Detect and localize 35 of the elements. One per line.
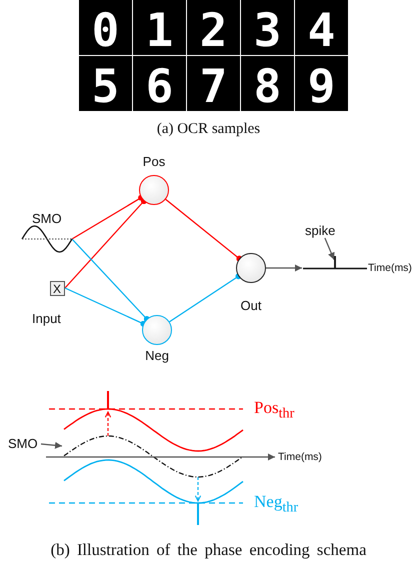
spike-mark (334, 256, 336, 268)
threshold-label: Neg$_{thr}$ (254, 492, 298, 518)
figure-caption: (a) OCR samples (156, 120, 262, 138)
connector-line (72, 238, 150, 322)
digit-tile: 9 (295, 56, 348, 111)
digit-tile: 6 (133, 56, 186, 111)
connector-line (64, 287, 146, 327)
digit-tile: 0 (79, 0, 132, 55)
node-label: X (53, 282, 62, 296)
arrow (324, 238, 335, 260)
connector-line (169, 273, 242, 322)
node-label: SMO (32, 212, 62, 226)
digit-tile: 5 (79, 56, 132, 111)
digit-tile: 7 (187, 56, 240, 111)
arrow (266, 264, 302, 272)
node-caption: Input (32, 312, 61, 326)
digit-tile: 1 (133, 0, 186, 55)
annotation-text: spike (305, 224, 339, 238)
axis-label: Time(ms) (278, 450, 322, 464)
connector-line (64, 198, 147, 288)
connector-line (72, 194, 144, 240)
node-label: Out (240, 299, 262, 313)
digit-tile: 4 (295, 0, 348, 55)
connector-line (165, 198, 242, 262)
oscillation-curve (62, 434, 244, 480)
axis-label: Time(ms) (368, 261, 412, 275)
figure-caption: (b) Illustration of the phase encoding schema (50, 540, 368, 560)
digit-tile: 8 (241, 56, 294, 111)
node-label: Neg (145, 349, 169, 363)
digit-tile: 2 (187, 0, 240, 55)
arrow (40, 442, 62, 449)
digit-tile: 3 (241, 0, 294, 55)
annotation-text: SMO (8, 437, 40, 452)
node-label: Pos (142, 155, 166, 169)
threshold-label: Pos$_{thr}$ (254, 398, 294, 424)
